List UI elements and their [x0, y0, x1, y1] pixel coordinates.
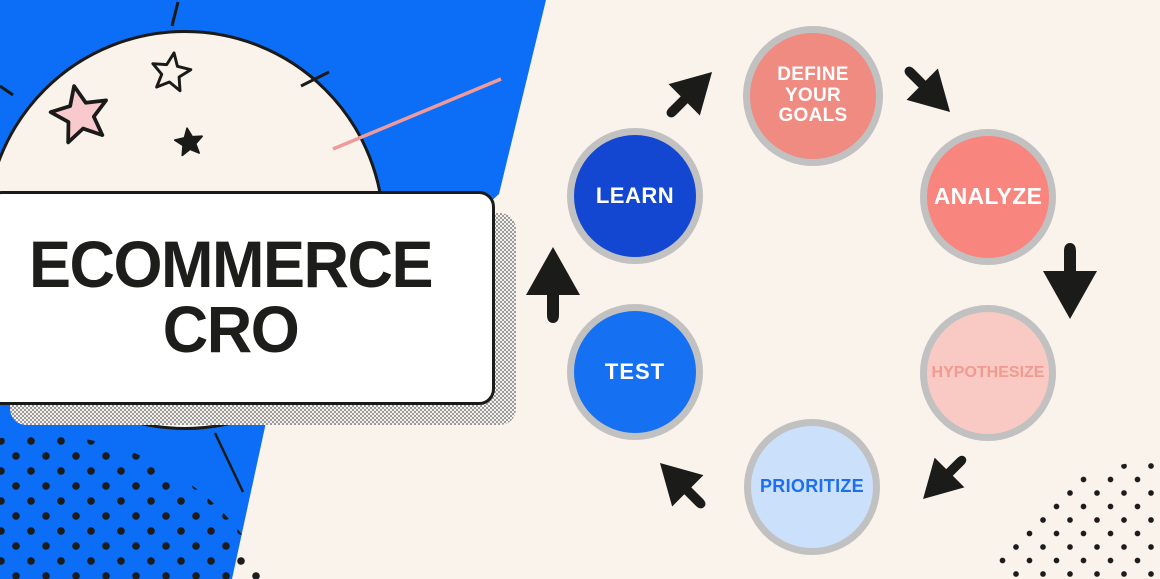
title-card: ECOMMERCE CRO [0, 191, 495, 405]
step-label: PRIORITIZE [759, 476, 864, 497]
step-label-line: YOUR [784, 84, 842, 106]
step-label: HYPOTHESIZE [931, 364, 1045, 382]
title-line-2: CRO [162, 293, 300, 367]
dot-pattern-bottom-right [985, 462, 1160, 579]
step-label: TEST [604, 358, 666, 384]
black-star-icon [172, 125, 206, 159]
arrow-analyze-to-hypothesize-icon [1040, 241, 1100, 321]
pink-star-icon [43, 77, 117, 151]
outline-star-icon [147, 48, 195, 96]
title-line-1: ECOMMERCE [28, 228, 434, 302]
step-label: ANALYZE [933, 183, 1043, 210]
arrow-define-to-analyze-icon [887, 49, 968, 130]
step-define-your-goals: DEFINE YOUR GOALS [743, 26, 883, 166]
step-label-line: GOALS [778, 105, 848, 127]
step-label: LEARN [595, 182, 675, 208]
step-analyze: ANALYZE [920, 129, 1056, 265]
arrow-test-to-learn-icon [523, 245, 583, 325]
step-prioritize: PRIORITIZE [744, 419, 880, 555]
arrow-prioritize-to-test-icon [641, 444, 722, 525]
arrow-hypothesize-to-prioritize-icon [905, 439, 982, 516]
step-hypothesize: HYPOTHESIZE [920, 305, 1056, 441]
step-label-line: DEFINE [777, 63, 849, 85]
step-learn: LEARN [567, 128, 703, 264]
arrow-learn-to-define-icon [649, 53, 730, 134]
step-test: TEST [567, 304, 703, 440]
